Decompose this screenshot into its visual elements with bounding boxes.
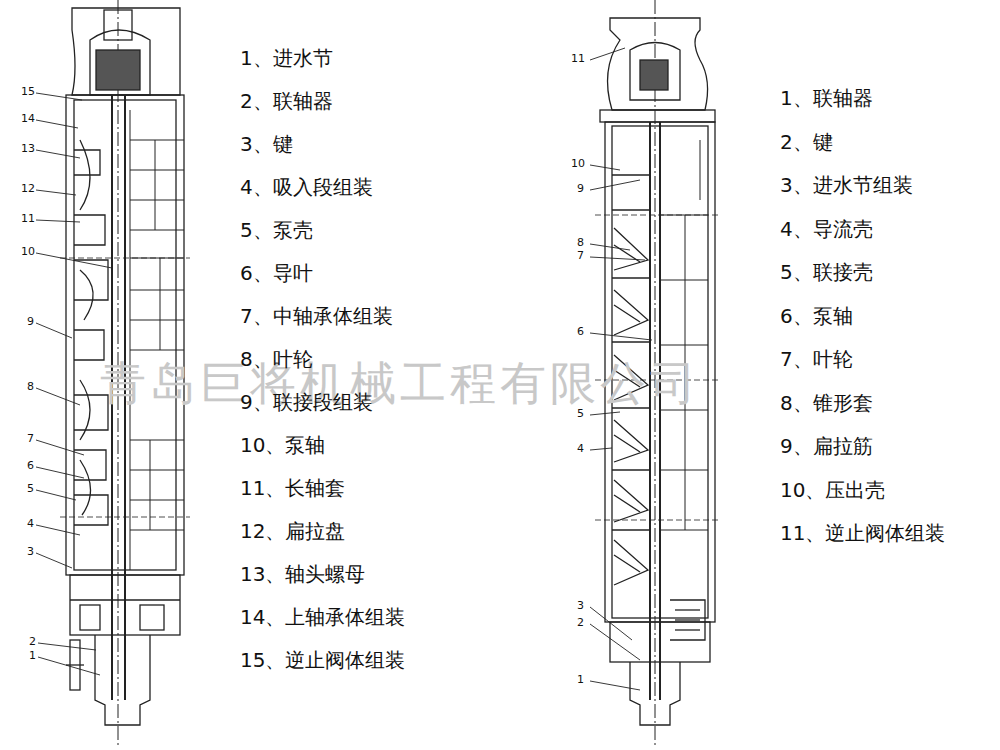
callout-number: 4 [576,443,585,456]
part-list-item: 10、压出壳 [780,479,885,502]
part-list-item: 8、锥形套 [780,392,873,415]
callout-number: 5 [576,408,585,421]
callout-number: 2 [28,636,37,649]
callout-number: 3 [576,600,585,613]
callout-number: 11 [20,213,36,226]
callout-number: 12 [20,183,36,196]
part-list-item: 11、逆止阀体组装 [780,522,945,545]
callout-number: 10 [20,246,36,259]
part-list-item: 3、键 [240,133,293,156]
part-list-item: 7、中轴承体组装 [240,305,393,328]
callout-number: 8 [26,381,35,394]
part-list-item: 4、吸入段组装 [240,176,373,199]
part-list-item: 1、联轴器 [780,87,873,110]
part-list-item: 15、逆止阀体组装 [240,649,405,672]
part-list-item: 1、进水节 [240,47,333,70]
part-list-item: 13、轴头螺母 [240,563,365,586]
part-list-item: 12、扁拉盘 [240,520,345,543]
callout-number: 4 [26,518,35,531]
part-list-item: 2、键 [780,131,833,154]
part-list-item: 10、泵轴 [240,434,325,457]
callout-number: 7 [26,433,35,446]
part-list-item: 9、扁拉筋 [780,435,873,458]
callout-number: 9 [26,316,35,329]
watermark: 青岛巨将机械工程有限公司 [100,357,700,410]
callout-number: 1 [28,650,37,663]
callout-number: 8 [576,237,585,250]
part-list-item: 2、联轴器 [240,90,333,113]
part-list-item: 5、泵壳 [240,219,313,242]
part-list-item: 6、导叶 [240,262,313,285]
callout-number: 10 [570,158,586,171]
callout-number: 2 [576,617,585,630]
part-list-item: 8、叶轮 [240,348,313,371]
part-list-item: 5、联接壳 [780,261,873,284]
callout-number: 5 [26,483,35,496]
callout-number: 6 [26,460,35,473]
callout-number: 14 [20,113,36,126]
callout-number: 13 [20,143,36,156]
part-list-item: 9、联接段组装 [240,391,373,414]
callout-number: 3 [26,546,35,559]
part-list-item: 7、叶轮 [780,348,853,371]
part-list-item: 11、长轴套 [240,477,345,500]
part-list-item: 3、进水节组装 [780,174,913,197]
callout-number: 11 [570,53,586,66]
part-list-item: 4、导流壳 [780,218,873,241]
callout-number: 15 [20,86,36,99]
part-list-item: 14、上轴承体组装 [240,606,405,629]
part-list-item: 6、泵轴 [780,305,853,328]
callout-number: 7 [576,250,585,263]
callout-number: 1 [576,674,585,687]
callout-number: 6 [576,326,585,339]
callout-number: 9 [576,183,585,196]
